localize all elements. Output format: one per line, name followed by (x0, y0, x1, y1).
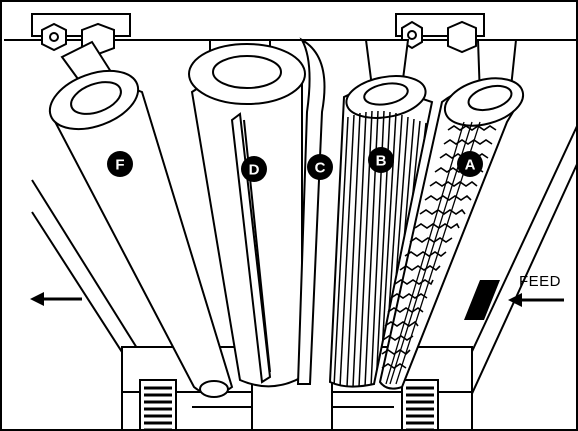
feed-label: FEED (519, 273, 561, 290)
svg-text:D: D (249, 162, 260, 179)
label-c: C (307, 154, 333, 180)
feed-blade-marker (464, 280, 500, 320)
roller-f (48, 40, 234, 398)
left-spring (139, 379, 177, 429)
right-spring (401, 379, 439, 429)
svg-text:A: A (465, 157, 476, 174)
feed-arrow-icon (508, 293, 564, 307)
svg-text:F: F (115, 157, 124, 174)
svg-text:B: B (376, 153, 387, 170)
roller-a-teeth (381, 125, 497, 369)
output-arrow-icon (30, 292, 82, 306)
svg-text:C: C (315, 160, 326, 177)
label-d: D (241, 156, 267, 182)
label-b: B (368, 147, 394, 173)
label-f: F (107, 151, 133, 177)
roller-d (188, 39, 306, 388)
roller-c (296, 37, 326, 385)
label-a: A (457, 151, 483, 177)
right-bracket (395, 13, 485, 54)
left-bracket (31, 13, 131, 56)
